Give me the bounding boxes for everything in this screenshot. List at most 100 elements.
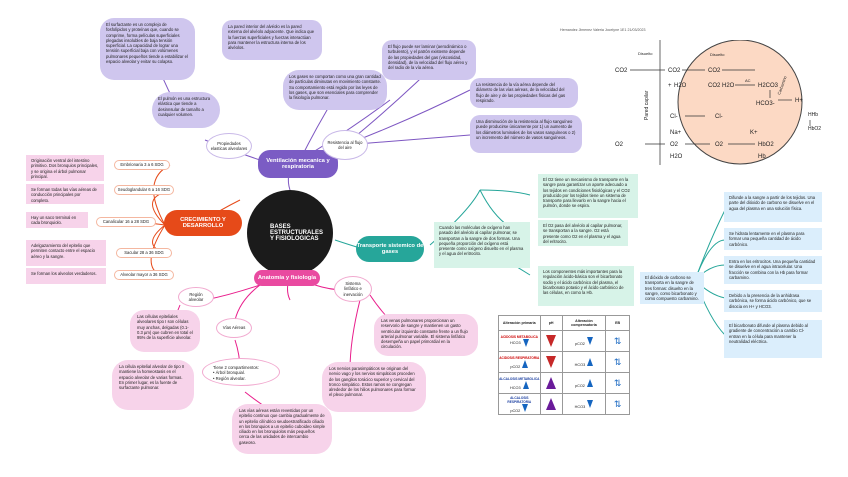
co2-item-4: Debido a la presencia de la anhidrasa ca… [724, 290, 822, 312]
stage-seudoglandular-desc: Se forman todas las vías aéreas de condu… [26, 184, 104, 204]
pared-capilar-label: Pared capilar [644, 90, 650, 120]
propiedades-elasticas-node: Propiedades elasticas alveolares [206, 133, 252, 159]
arrow-up-icon [546, 376, 557, 389]
disuelto-label-1: Disuelto [638, 51, 653, 56]
ventilacion-title: Ventilación mecanica y respiratoria [258, 150, 338, 178]
co2-transport-diagram: Disuelto Disuelto Pared capilar Carbamin… [615, 40, 821, 165]
pared-alveolar-note: La pared interior del alvéolo es la pare… [222, 20, 322, 60]
arrow-down-icon [546, 355, 557, 368]
hco3-label: HCO3- [756, 101, 775, 107]
o2-pasa-note: El O2 pasa del alvéolo al capilar pulmon… [538, 220, 628, 246]
amortiguadores-note: Los componentes más importantes para la … [538, 266, 634, 306]
ac-label: AC [745, 78, 751, 83]
disuelto-label-2: Disuelto [710, 52, 725, 57]
anatomia-title: Anatomía y fisiología [254, 270, 320, 286]
resistencia-via-note: La resistencia de la vía aérea depende d… [470, 78, 578, 108]
celula-tipo1-note: Las células epiteliales alveolares tipo … [130, 310, 200, 352]
table-header: EB [605, 315, 630, 331]
table-row: ALCALOSIS METABOLICA HCO3 pCO2 ⇅ [498, 372, 630, 394]
pulmon-elastico-note: El pulmón es una estructura elástica que… [152, 92, 220, 128]
table-header: Alteración primaria [498, 315, 541, 331]
hbo2-label: HbO2 [758, 142, 774, 148]
vias-aereas-desc: Las vías aéreas están revestidas por un … [232, 404, 332, 454]
arrow-up-icon [522, 359, 529, 368]
hhb-label-1: HHb [808, 112, 818, 118]
author-line: Hernandez Jimenez Valeria Jocelyne 1E1 2… [560, 28, 646, 32]
arrow-down-icon [587, 399, 594, 408]
arrow-updown-icon: ⇅ [613, 335, 622, 346]
co2-item-2: Se hidrata lentamente en el plasma para … [724, 228, 822, 250]
table-header: Alteración compensatoria [561, 315, 607, 331]
hb-label: Hb [758, 154, 766, 160]
stage-embrionaria: Embrionaria 3 a 6 SDG [114, 160, 170, 170]
arrow-up-icon [586, 378, 593, 387]
row-primary: pCO2 [510, 408, 521, 413]
arrow-down-icon [522, 339, 529, 347]
h2o-plasma: H2O [674, 83, 687, 89]
compartimento-2: • Región alveolar. [213, 375, 246, 381]
red-blood-cell [677, 40, 803, 165]
stage-canalicular-desc: Hay un saco terminal en cada bronquiolo. [26, 212, 88, 228]
central-topic: BASES ESTRUCTURALES Y FISIOLOGICAS [247, 190, 333, 276]
stage-canalicular: Canalicular 16 a 28 SDG [96, 217, 156, 227]
table-header: pH [539, 315, 563, 331]
table-header-row: Alteración primaria pH Alteración compen… [498, 315, 630, 331]
arrow-updown-icon: ⇅ [613, 377, 622, 388]
arrow-updown-icon: ⇅ [613, 398, 622, 409]
o2-mecanismo-note: El O2 tiene un mecanismo de transporte e… [538, 174, 638, 218]
h2o-bottom: H2O [670, 154, 683, 160]
stage-alveolar: Alveolar mayor a 36 SDG [114, 270, 174, 280]
h2o-cell: H2O [722, 83, 735, 89]
cl-plasma: Cl- [670, 114, 678, 120]
gases-note: Los gases se comportan como una gran can… [283, 70, 387, 110]
o2-plasma: O2 [670, 142, 679, 148]
co2-tissue: CO2 [615, 68, 628, 74]
compartimentos-label: Tiene 2 compartimentos: [213, 365, 259, 370]
stage-sacular: Sacular 28 a 36 SDG [116, 248, 172, 258]
stage-alveolar-desc: Se forman los alveolos verdaderos. [26, 268, 106, 284]
arrow-up-icon [587, 357, 594, 366]
stage-sacular-desc: Adelgazamiento del epitelio que permiten… [26, 240, 106, 266]
na-label: Na+ [670, 130, 682, 136]
h-label: H+ [795, 98, 803, 104]
row-name: ACIDOSIS METABOLICA [500, 335, 538, 339]
k-label: K+ [750, 130, 758, 136]
co2-cell-2: CO2 [708, 83, 721, 89]
acid-base-table: Alteración primaria pH Alteración compen… [498, 315, 630, 415]
flujo-note: El flujo puede ser laminar (aerodinámico… [382, 40, 476, 80]
sistema-linfatico-node: Sistema linfático e inervación [334, 276, 372, 302]
co2-item-3: Entra en los eritrocitos. Una pequeña ca… [724, 256, 822, 284]
row-comp: pCO2 [575, 383, 585, 388]
o2-tissue: O2 [615, 142, 624, 148]
stage-embrionaria-desc: Originación ventral del intestino primit… [26, 155, 104, 181]
co2-item-5: El bicarbonato difunde al plasma debido … [724, 320, 822, 358]
compartimento-1: • Árbol bronquial. [213, 370, 245, 376]
arrow-down-icon [586, 336, 593, 345]
arrow-up-icon [546, 397, 557, 410]
co2-plus: + [668, 83, 672, 89]
row-primary: HCO3 [510, 385, 521, 390]
arrow-updown-icon: ⇅ [613, 356, 622, 367]
disminucion-note: Una disminución de la resistencia al flu… [470, 115, 582, 153]
transporte-title: Transporte sistemico de gases [356, 236, 424, 262]
celula-tipo2-note: La célula epitelial alveolar de tipo II … [112, 360, 194, 410]
dioxido-carbono-note: El dióxido de carbono se transporta en l… [640, 272, 704, 304]
crecimiento-title: CRECIMIENTO Y DESARROLLO [164, 210, 242, 236]
co2-cell: CO2 [708, 68, 721, 74]
co2-plasma: CO2 [668, 68, 681, 74]
carbamino-label: Carbamino [776, 75, 788, 96]
co2-item-1: Difunde a la sangre a partir de los teji… [724, 192, 822, 222]
row-primary: pCO2 [510, 364, 521, 369]
row-name: ALCALOSIS METABOLICA [499, 376, 540, 381]
diagram-arrows [630, 69, 811, 145]
row-name: ACIDOSIS RESPIRATORIA [499, 355, 540, 360]
resistencia-node: Resistencia al flujo del aire [322, 130, 368, 160]
row-primary: HCO3 [510, 341, 521, 345]
row-name: ALCALOSIS RESPIRATORIA [507, 395, 532, 404]
arrow-up-icon [522, 380, 529, 389]
hbo2-label-1: HbO2 [808, 126, 821, 132]
venas-pulmonares-note: Las venas pulmonares proporcionan un res… [374, 314, 478, 356]
